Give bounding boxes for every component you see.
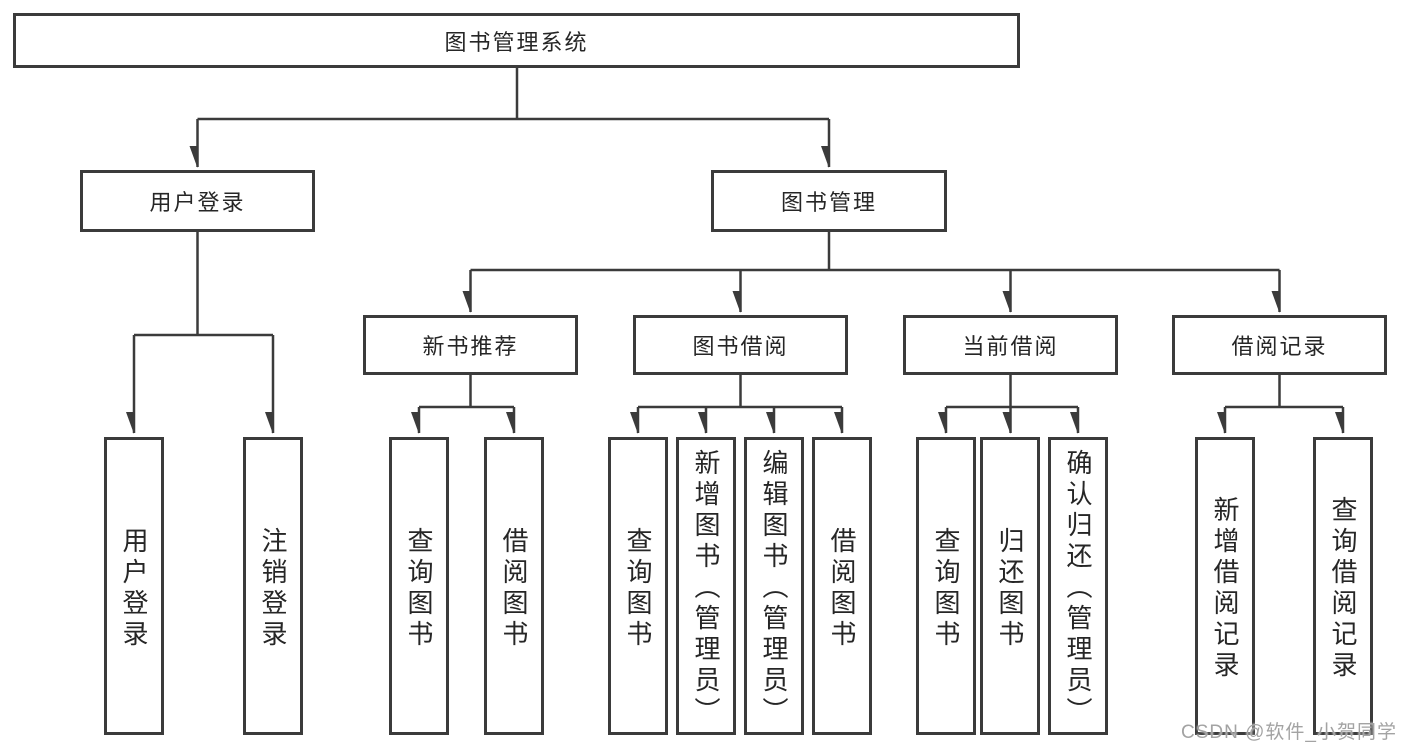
leaf-add-book-admin: 新增图书（管理员） <box>676 437 736 735</box>
leaf-borrow-book: 借阅图书 <box>812 437 872 735</box>
leaf-newbook-query-book-label: 查询图书 <box>404 526 434 651</box>
edge-borrow-branch <box>638 375 842 409</box>
leaf-logout-label: 注销登录 <box>258 526 288 651</box>
node-library-system-label: 图书管理系统 <box>444 29 589 55</box>
leaf-return-book-label: 归还图书 <box>995 526 1025 651</box>
leaf-confirm-return-admin-label: 确认归还（管理员） <box>1063 449 1093 728</box>
node-borrowing-records: 借阅记录 <box>1172 315 1387 375</box>
csdn-watermark: CSDN @软件_小贺同学 <box>1181 722 1397 743</box>
edge-userlogin-branch <box>134 232 273 337</box>
node-library-system: 图书管理系统 <box>13 13 1020 68</box>
edge-root-branch <box>197 68 829 121</box>
leaf-edit-book-admin: 编辑图书（管理员） <box>744 437 804 735</box>
leaf-logout: 注销登录 <box>243 437 303 735</box>
edge-records-branch <box>1225 375 1343 409</box>
leaf-user-login: 用户登录 <box>104 437 164 735</box>
edge-current-branch <box>946 375 1078 409</box>
edge-newbook-branch <box>419 375 514 409</box>
leaf-query-borrow-record-label: 查询借阅记录 <box>1328 495 1358 682</box>
leaf-newbook-borrow-book: 借阅图书 <box>484 437 544 735</box>
node-book-management-label: 图书管理 <box>780 190 877 215</box>
leaf-borrow-query-book-label: 查询图书 <box>623 526 653 651</box>
leaf-edit-book-admin-label: 编辑图书（管理员） <box>759 449 789 728</box>
node-new-book-recommend-label: 新书推荐 <box>422 334 519 359</box>
node-current-borrowing: 当前借阅 <box>903 315 1118 375</box>
leaf-current-query-book: 查询图书 <box>916 437 976 735</box>
leaf-return-book: 归还图书 <box>980 437 1040 735</box>
node-book-management: 图书管理 <box>711 170 947 232</box>
leaf-current-query-book-label: 查询图书 <box>931 526 961 651</box>
edge-mgmt-branch <box>470 232 1280 272</box>
leaf-add-book-admin-label: 新增图书（管理员） <box>691 449 721 728</box>
node-user-login: 用户登录 <box>80 170 315 232</box>
node-user-login-label: 用户登录 <box>149 190 246 215</box>
node-current-borrowing-label: 当前借阅 <box>962 334 1059 359</box>
leaf-add-borrow-record-label: 新增借阅记录 <box>1210 495 1240 682</box>
node-new-book-recommend: 新书推荐 <box>363 315 578 375</box>
node-borrowing-records-label: 借阅记录 <box>1231 334 1328 359</box>
leaf-user-login-label: 用户登录 <box>119 526 149 651</box>
leaf-query-borrow-record: 查询借阅记录 <box>1313 437 1373 735</box>
node-book-borrowing-label: 图书借阅 <box>692 334 789 359</box>
leaf-confirm-return-admin: 确认归还（管理员） <box>1048 437 1108 735</box>
leaf-borrow-query-book: 查询图书 <box>608 437 668 735</box>
leaf-newbook-borrow-book-label: 借阅图书 <box>499 526 529 651</box>
leaf-newbook-query-book: 查询图书 <box>389 437 449 735</box>
leaf-add-borrow-record: 新增借阅记录 <box>1195 437 1255 735</box>
leaf-borrow-book-label: 借阅图书 <box>827 526 857 651</box>
node-book-borrowing: 图书借阅 <box>633 315 848 375</box>
